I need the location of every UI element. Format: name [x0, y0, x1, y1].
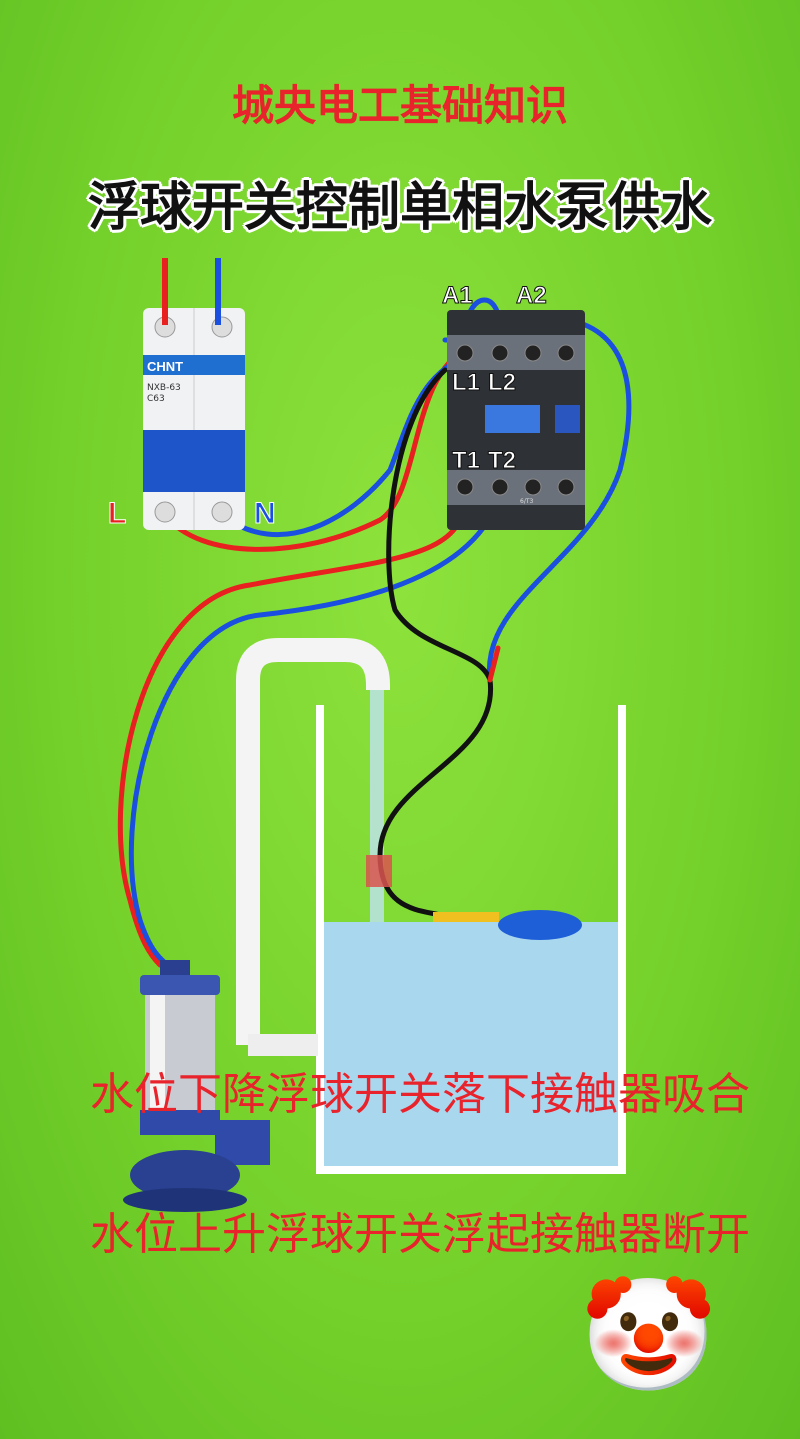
- terminal-l1: L1: [452, 369, 480, 396]
- breaker-rating: C63: [147, 394, 165, 404]
- aux-terminal-label: 6/T3: [520, 498, 534, 505]
- terminal-t1: T1: [452, 447, 480, 474]
- cable-weight: [366, 855, 392, 887]
- caption-water-falling: 水位下降浮球开关落下接触器吸合: [90, 1069, 750, 1120]
- terminal-a2: A2: [516, 282, 547, 309]
- caption-water-rising: 水位上升浮球开关浮起接触器断开: [90, 1209, 750, 1260]
- submersible-pump: [123, 960, 270, 1212]
- float-ball: [433, 910, 582, 940]
- terminal-l2: L2: [488, 369, 516, 396]
- circuit-breaker: CHNT NXB-63 C63: [143, 258, 245, 530]
- clown-face-icon: 🤡: [580, 1271, 717, 1399]
- live-wire: [162, 347, 468, 552]
- live-label: L: [108, 497, 126, 530]
- terminal-t2: T2: [488, 447, 516, 474]
- neutral-label: N: [254, 497, 276, 530]
- outlet-pipe: [236, 638, 390, 1045]
- breaker-model: NXB-63: [147, 383, 181, 393]
- terminal-a1: A1: [442, 282, 473, 309]
- ac-contactor: 6/T3: [447, 310, 585, 530]
- diagram-title: 浮球开关控制单相水泵供水: [87, 178, 712, 238]
- channel-title: 城央电工基础知识: [231, 81, 568, 130]
- breaker-brand: CHNT: [147, 359, 183, 374]
